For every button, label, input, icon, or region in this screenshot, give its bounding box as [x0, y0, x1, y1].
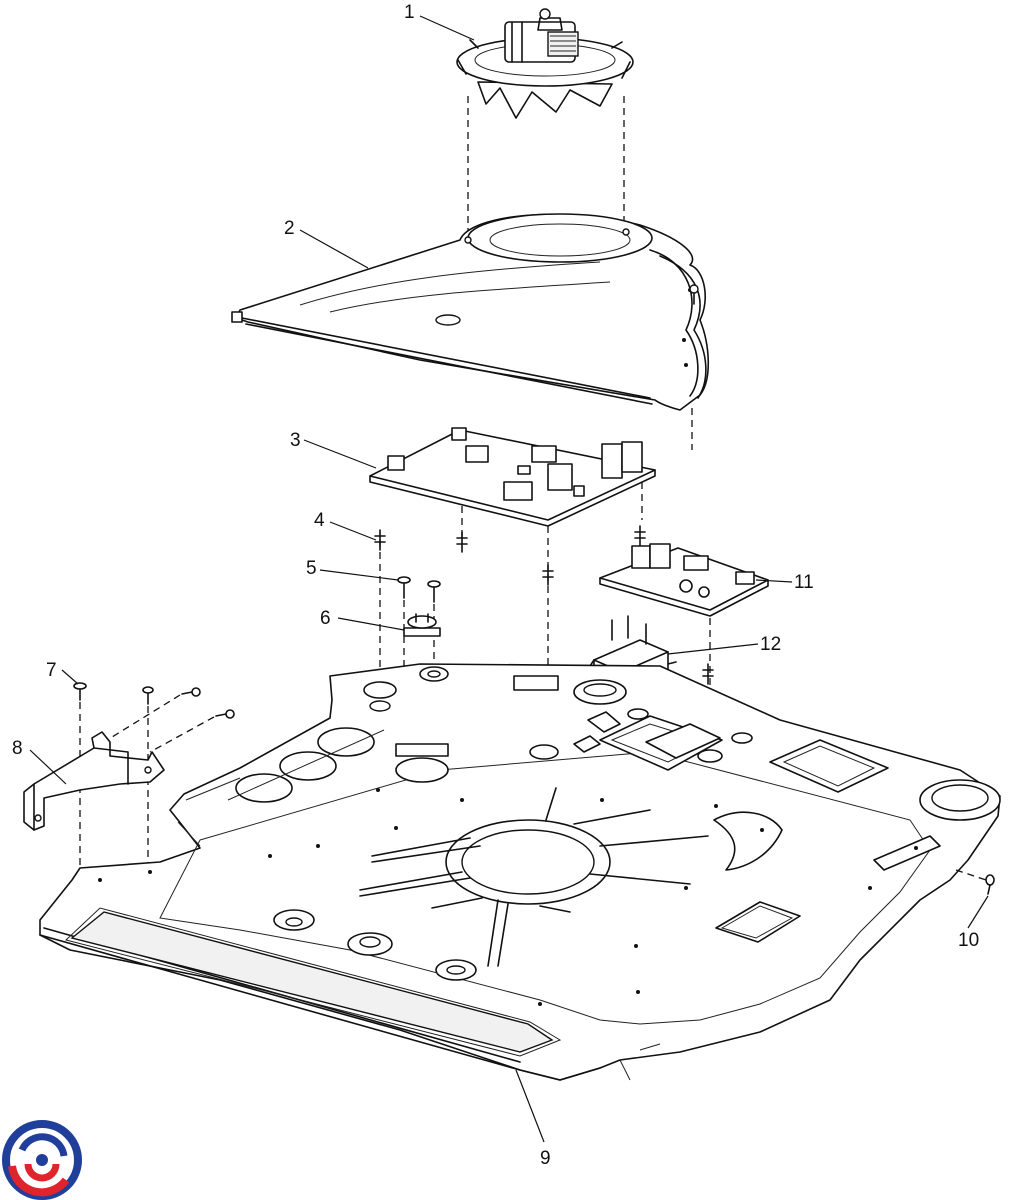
part-relay-screw [702, 663, 714, 685]
part-air-duct [231, 213, 710, 411]
callout-12: 12 [760, 634, 781, 655]
part-screws [397, 576, 441, 603]
part-side-screw [985, 874, 995, 895]
alignment-line-bracket-3 [103, 694, 181, 743]
callout-5: 5 [306, 558, 317, 579]
callout-4: 4 [314, 510, 325, 531]
part-base-plate [39, 663, 1001, 1081]
part-standoffs [374, 525, 646, 586]
callout-10: 10 [958, 930, 979, 951]
callout-6: 6 [320, 608, 331, 629]
callout-2: 2 [284, 218, 295, 239]
alignment-line-side-screw [955, 869, 987, 881]
part-control-board [369, 427, 656, 527]
callout-8: 8 [12, 738, 23, 759]
swirl-logo-icon [2, 1120, 82, 1200]
part-bracket-screws [73, 682, 235, 719]
part-bracket [23, 731, 165, 831]
callout-9: 9 [540, 1148, 551, 1169]
part-duct-screw [689, 284, 699, 305]
callout-labels: 1 2 3 4 5 6 7 8 9 10 11 12 [12, 2, 979, 1169]
alignment-line-bracket-4 [149, 716, 215, 753]
part-thermostat [403, 613, 441, 637]
callout-11: 11 [794, 572, 814, 593]
leader-lines [29, 15, 989, 1143]
callout-3: 3 [290, 430, 301, 451]
part-relay-board [599, 543, 769, 617]
callout-1: 1 [404, 2, 415, 23]
callout-7: 7 [46, 660, 57, 681]
part-fan-motor [456, 8, 634, 119]
